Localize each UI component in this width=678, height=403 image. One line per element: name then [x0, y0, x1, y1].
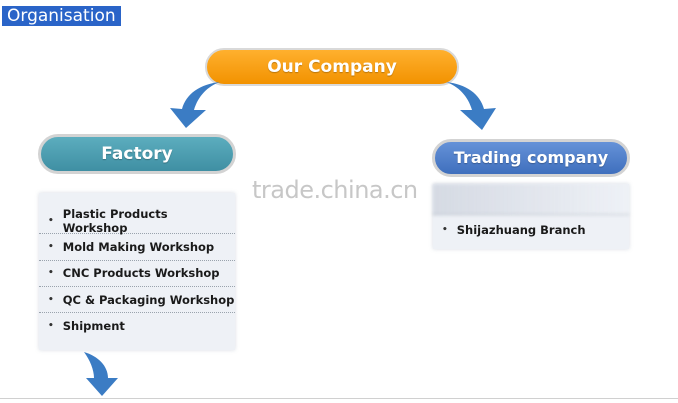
trading-panel: • Shijazhuang Branch — [433, 184, 629, 249]
list-item: • QC & Packaging Workshop — [39, 287, 235, 314]
node-factory: Factory — [38, 134, 236, 174]
trading-list: • Shijazhuang Branch — [433, 215, 629, 245]
list-item-label: Shijazhuang Branch — [456, 223, 586, 237]
watermark: trade.china.cn — [252, 176, 418, 204]
curved-arrow-left-icon — [170, 82, 220, 128]
list-item-label: QC & Packaging Workshop — [62, 292, 235, 307]
bullet-icon: • — [48, 321, 54, 332]
list-item-label: Mold Making Workshop — [62, 239, 215, 254]
list-item: • Mold Making Workshop — [39, 234, 235, 261]
factory-panel: • Plastic Products Workshop • Mold Making … — [39, 193, 235, 350]
bullet-icon: • — [442, 225, 448, 235]
section-title: Organisation — [2, 6, 121, 26]
factory-list: • Plastic Products Workshop • Mold Making … — [39, 206, 235, 339]
node-our-company: Our Company — [205, 48, 459, 86]
curved-arrow-right-icon — [446, 82, 496, 130]
bullet-icon: • — [48, 215, 54, 226]
bullet-icon: • — [48, 241, 54, 252]
bullet-icon: • — [48, 268, 54, 279]
list-item: • Plastic Products Workshop — [39, 206, 235, 235]
list-item: • Shipment — [39, 313, 235, 339]
blurred-row — [433, 184, 629, 215]
list-item: • Shijazhuang Branch — [433, 215, 629, 245]
down-arrow-icon — [84, 352, 118, 396]
divider — [0, 398, 678, 399]
list-item-label: CNC Products Workshop — [62, 266, 220, 281]
node-trading-company: Trading company — [432, 139, 630, 177]
list-item-label: Shipment — [62, 319, 125, 334]
bullet-icon: • — [48, 294, 54, 305]
list-item: • CNC Products Workshop — [39, 261, 235, 287]
list-item-label: Plastic Products Workshop — [62, 206, 168, 235]
